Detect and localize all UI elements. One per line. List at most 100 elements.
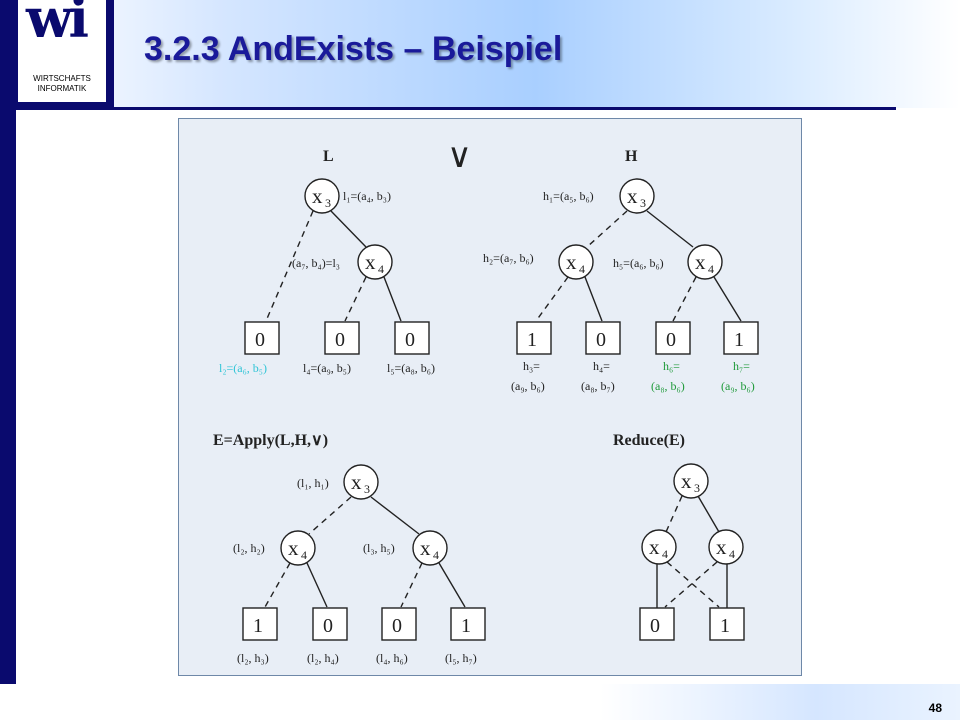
svg-text:h₆=: h₆= [663, 359, 680, 373]
L-leaf-1: 0 [244, 321, 280, 355]
H-leaf-3: 0 [655, 321, 691, 355]
svg-text:0: 0 [405, 329, 415, 351]
slide-title: 3.2.3 AndExists – Beispiel [144, 30, 563, 68]
H-child-label-right: h₅=(a₆, b₆) [613, 256, 664, 270]
E-root-label: (l₁, h₁) [297, 476, 329, 490]
H-leaf-1: 1 [516, 321, 552, 355]
svg-text:(l₂, h₄): (l₂, h₄) [307, 651, 339, 665]
svg-text:1: 1 [720, 615, 730, 637]
L-leaf-label-3: l₅=(a₈, b₆) [387, 361, 435, 375]
R-heading: Reduce(E) [613, 432, 685, 449]
svg-text:h₄=: h₄= [593, 359, 610, 373]
svg-text:x: x [716, 535, 727, 559]
L-edges [265, 210, 402, 322]
svg-text:(l₅, h₇): (l₅, h₇) [445, 651, 477, 665]
svg-text:4: 4 [708, 262, 714, 276]
svg-text:(a₉, b₆): (a₉, b₆) [721, 379, 755, 393]
page-number: 48 [928, 701, 942, 715]
E-heading: E=Apply(L,H,∨) [213, 432, 328, 449]
R-leaf-2: 1 [709, 607, 745, 641]
svg-text:(a₈, b₇): (a₈, b₇) [581, 379, 615, 393]
R-root-node: x 3 [673, 463, 709, 499]
L-child-var: x [365, 250, 376, 274]
svg-text:1: 1 [734, 329, 744, 351]
svg-text:x: x [695, 250, 706, 274]
svg-text:x: x [351, 470, 362, 494]
svg-text:1: 1 [253, 615, 263, 637]
H-leaf-labels: h₃= (a₉, b₆) h₄= (a₈, b₇) h₆= (a₈, b₆) h… [511, 359, 755, 393]
L-child-node: x 4 [357, 244, 393, 280]
E-leaf-2: 0 [312, 607, 348, 641]
L-child-sub: 4 [378, 262, 384, 276]
E-edges [264, 496, 466, 608]
diagram-panel: L ∨ x 3 l₁=(a₄, b₃) x 4 (a₇, b₄)=l₃ 0 0 … [178, 118, 802, 676]
svg-text:0: 0 [650, 615, 660, 637]
svg-text:(a₉, b₆): (a₉, b₆) [511, 379, 545, 393]
svg-text:x: x [288, 536, 299, 560]
logo-caption-line1: WIRTSCHAFTS [33, 74, 91, 83]
H-leaf-4: 1 [723, 321, 759, 355]
logo-caption: WIRTSCHAFTS INFORMATIK [18, 74, 106, 94]
H-root-label: h₁=(a₅, b₆) [543, 189, 594, 203]
R-edges [656, 495, 728, 608]
H-heading: H [625, 148, 638, 165]
logo-glyph: wi [26, 0, 89, 50]
bdd-diagram: L ∨ x 3 l₁=(a₄, b₃) x 4 (a₇, b₄)=l₃ 0 0 … [213, 138, 759, 665]
L-leaf-label-1: l₂=(a₆, b₅) [219, 361, 267, 375]
H-edges [535, 210, 742, 322]
svg-text:(l₄, h₆): (l₄, h₆) [376, 651, 408, 665]
svg-text:3: 3 [694, 481, 700, 495]
E-leaf-1: 1 [242, 607, 278, 641]
R-leaf-1: 0 [639, 607, 675, 641]
header-rule [16, 107, 896, 110]
E-leaf-labels: (l₂, h₃) (l₂, h₄) (l₄, h₆) (l₅, h₇) [237, 651, 477, 665]
svg-text:x: x [420, 536, 431, 560]
svg-text:0: 0 [392, 615, 402, 637]
svg-text:0: 0 [255, 329, 265, 351]
L-leaf-label-2: l₄=(a₉, b₅) [303, 361, 351, 375]
svg-text:4: 4 [579, 262, 585, 276]
svg-text:0: 0 [596, 329, 606, 351]
logo-caption-line2: INFORMATIK [37, 84, 87, 93]
E-leaf-3: 0 [381, 607, 417, 641]
L-root-label: l₁=(a₄, b₃) [343, 189, 391, 203]
logo-box: wi WIRTSCHAFTS INFORMATIK [18, 0, 106, 102]
E-child-node-left: x 4 [280, 530, 316, 566]
L-root-sub: 3 [325, 196, 331, 210]
H-child-node-right: x 4 [687, 244, 723, 280]
svg-text:4: 4 [662, 547, 668, 561]
svg-text:h₇=: h₇= [733, 359, 750, 373]
L-heading: L [323, 148, 334, 165]
svg-text:x: x [627, 184, 638, 208]
R-child-node-left: x 4 [641, 529, 677, 565]
svg-text:h₃=: h₃= [523, 359, 540, 373]
svg-text:x: x [681, 469, 692, 493]
H-root-node: x 3 [619, 178, 655, 214]
svg-text:4: 4 [433, 548, 439, 562]
E-root-node: x 3 [343, 464, 379, 500]
H-child-label-left: h₂=(a₇, b₆) [483, 251, 534, 265]
header-band [16, 0, 960, 108]
E-child-label-left: (l₂, h₂) [233, 541, 265, 555]
svg-text:(l₂, h₃): (l₂, h₃) [237, 651, 269, 665]
svg-text:3: 3 [364, 482, 370, 496]
E-child-label-right: (l₃, h₅) [363, 541, 395, 555]
L-root-var: x [312, 184, 323, 208]
R-child-node-right: x 4 [708, 529, 744, 565]
L-leaf-3: 0 [394, 321, 430, 355]
svg-text:x: x [566, 250, 577, 274]
L-root-node: x 3 [304, 178, 340, 214]
E-child-node-right: x 4 [412, 530, 448, 566]
svg-text:x: x [649, 535, 660, 559]
svg-text:0: 0 [323, 615, 333, 637]
svg-text:0: 0 [335, 329, 345, 351]
L-leaf-2: 0 [324, 321, 360, 355]
H-child-node-left: x 4 [558, 244, 594, 280]
L-child-label: (a₇, b₄)=l₃ [292, 256, 340, 270]
wi-logo: wi WIRTSCHAFTS INFORMATIK [12, 0, 114, 110]
svg-text:0: 0 [666, 329, 676, 351]
svg-text:3: 3 [640, 196, 646, 210]
H-leaf-2: 0 [585, 321, 621, 355]
left-sidebar-bar [0, 0, 16, 684]
svg-text:1: 1 [461, 615, 471, 637]
